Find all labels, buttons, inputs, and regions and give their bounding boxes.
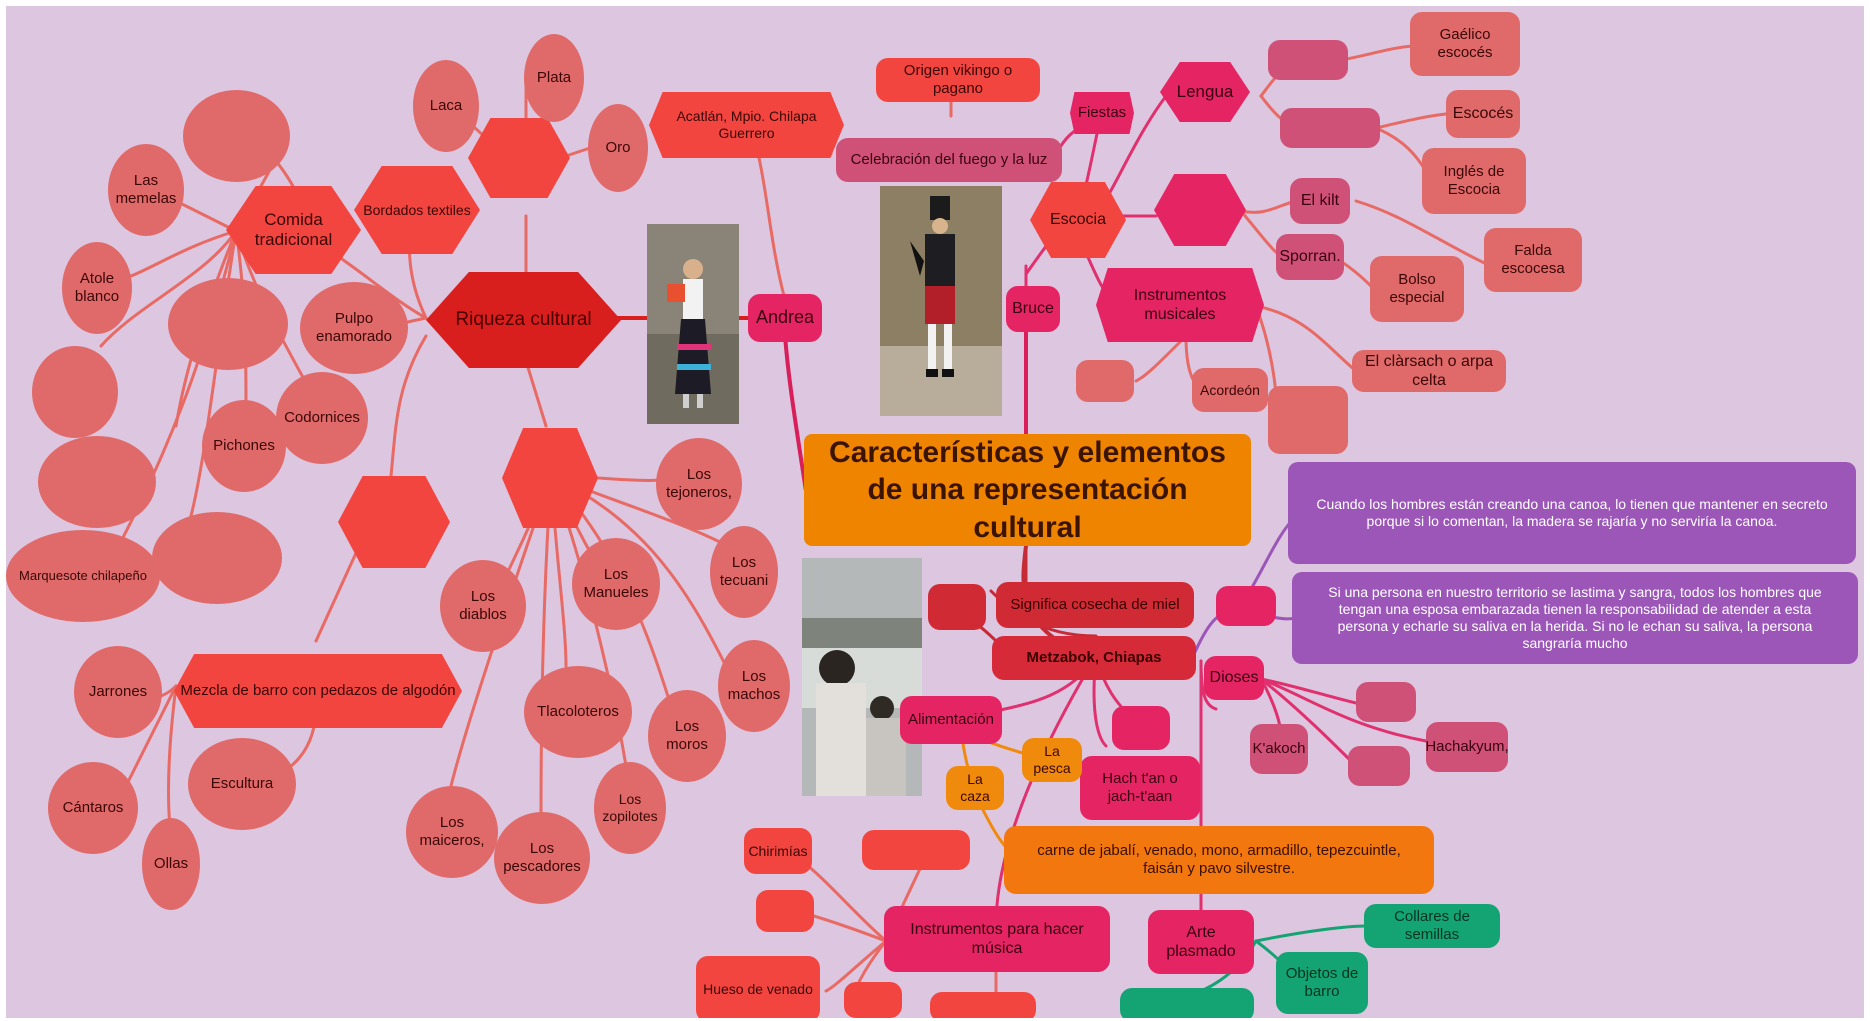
- machos-bubble[interactable]: Los machos: [718, 640, 790, 732]
- musica-empty-3[interactable]: [844, 982, 902, 1018]
- andrea-photo: [647, 224, 739, 424]
- escoces-node[interactable]: Escocés: [1446, 90, 1520, 138]
- escultura-bubble[interactable]: Escultura: [188, 738, 296, 830]
- notes-connector[interactable]: [1216, 586, 1276, 626]
- instrumentos-empty-2[interactable]: [1268, 386, 1348, 454]
- laca-bubble[interactable]: Laca: [413, 60, 479, 152]
- pulpo-bubble[interactable]: Pulpo enamorado: [300, 282, 408, 374]
- oro-bubble[interactable]: Oro: [588, 104, 648, 192]
- empty-bubble-top[interactable]: [183, 90, 290, 182]
- comida-tradicional-node[interactable]: Comida tradicional: [226, 186, 361, 274]
- tecuani-bubble[interactable]: Los tecuani: [710, 526, 778, 618]
- note-saliva[interactable]: Si una persona en nuestro territorio se …: [1292, 572, 1858, 664]
- metzabok-node[interactable]: Metzabok, Chiapas: [992, 636, 1196, 680]
- empty-hexagon-left[interactable]: [338, 476, 450, 568]
- plata-bubble[interactable]: Plata: [524, 34, 584, 122]
- fiestas-node[interactable]: Fiestas: [1070, 92, 1134, 134]
- musica-empty-2[interactable]: [756, 890, 814, 932]
- empty-bubble-mid[interactable]: [168, 278, 288, 370]
- cantaros-bubble[interactable]: Cántaros: [48, 762, 138, 854]
- moros-bubble[interactable]: Los moros: [648, 690, 726, 782]
- mezcla-barro-node[interactable]: Mezcla de barro con pedazos de algodón: [174, 654, 462, 728]
- musica-empty-4[interactable]: [930, 992, 1036, 1018]
- lengua-node[interactable]: Lengua: [1160, 62, 1250, 122]
- memelas-bubble[interactable]: Las memelas: [108, 144, 184, 236]
- tejoneros-bubble[interactable]: Los tejoneros,: [656, 438, 742, 530]
- arpa-node[interactable]: El clàrsach o arpa celta: [1352, 350, 1506, 392]
- instrumentos-musicales-node[interactable]: Instrumentos musicales: [1096, 268, 1264, 342]
- hach-tan-node[interactable]: Hach t'an o jach-t'aan: [1080, 756, 1200, 820]
- collares-node[interactable]: Collares de semillas: [1364, 904, 1500, 948]
- tlacoloteros-bubble[interactable]: Tlacoloteros: [524, 666, 632, 758]
- cosecha-empty[interactable]: [928, 584, 986, 630]
- carne-node[interactable]: carne de jabalí, venado, mono, armadillo…: [1004, 826, 1434, 894]
- chirimias-node[interactable]: Chirimías: [744, 828, 812, 874]
- atole-bubble[interactable]: Atole blanco: [62, 242, 132, 334]
- maiceros-bubble[interactable]: Los maiceros,: [406, 786, 498, 878]
- riqueza-cultural-node[interactable]: Riqueza cultural: [426, 272, 621, 368]
- ingles-node[interactable]: Inglés de Escocia: [1422, 148, 1526, 214]
- arte-plasmado-node[interactable]: Arte plasmado: [1148, 910, 1254, 974]
- metzabok-photo: [802, 558, 922, 796]
- sporran-node[interactable]: Sporran.: [1276, 234, 1344, 280]
- zopilotes-bubble[interactable]: Los zopilotes: [594, 762, 666, 854]
- bruce-photo: [880, 186, 1002, 416]
- cosecha-node[interactable]: Significa cosecha de miel: [996, 582, 1194, 628]
- bolso-node[interactable]: Bolso especial: [1370, 256, 1464, 322]
- alimentacion-node[interactable]: Alimentación: [900, 696, 1002, 744]
- codornices-bubble[interactable]: Codornices: [276, 372, 368, 464]
- pescadores-bubble[interactable]: Los pescadores: [494, 812, 590, 904]
- vestimenta-hexagon[interactable]: [1154, 174, 1246, 246]
- diablos-bubble[interactable]: Los diablos: [440, 560, 526, 652]
- mind-map-canvas: Características y elementos de una repre…: [6, 6, 1864, 1018]
- origen-node[interactable]: Origen vikingo o pagano: [876, 58, 1040, 102]
- lengua-empty-2[interactable]: [1280, 108, 1380, 148]
- hachakyum-node[interactable]: Hachakyum,: [1425, 722, 1509, 772]
- escocia-node[interactable]: Escocia: [1030, 182, 1126, 258]
- instrumentos-musica-node[interactable]: Instrumentos para hacer música: [884, 906, 1110, 972]
- bruce-node[interactable]: Bruce: [1006, 286, 1060, 332]
- kilt-node[interactable]: El kilt: [1290, 178, 1350, 224]
- musica-empty-1[interactable]: [862, 830, 970, 870]
- dioses-node[interactable]: Dioses: [1204, 656, 1264, 700]
- instrumentos-empty-1[interactable]: [1076, 360, 1134, 402]
- pichones-bubble[interactable]: Pichones: [202, 400, 286, 492]
- empty-bubble-left2[interactable]: [38, 436, 156, 528]
- empty-bubble-bottom[interactable]: [152, 512, 282, 604]
- andrea-node[interactable]: Andrea: [748, 294, 822, 342]
- arte-empty[interactable]: [1120, 988, 1254, 1018]
- la-caza-node[interactable]: La caza: [946, 766, 1004, 810]
- gaelico-node[interactable]: Gaélico escocés: [1410, 12, 1520, 76]
- ollas-bubble[interactable]: Ollas: [142, 818, 200, 910]
- location-acatlan[interactable]: Acatlán, Mpio. Chilapa Guerrero: [649, 92, 844, 158]
- objetos-barro-node[interactable]: Objetos de barro: [1276, 952, 1368, 1014]
- falda-node[interactable]: Falda escocesa: [1484, 228, 1582, 292]
- la-pesca-node[interactable]: La pesca: [1022, 738, 1082, 782]
- empty-bubble-left[interactable]: [32, 346, 118, 438]
- celebracion-node[interactable]: Celebración del fuego y la luz: [836, 138, 1062, 182]
- metals-hexagon[interactable]: [468, 118, 570, 198]
- danzas-hexagon[interactable]: [502, 428, 598, 528]
- edge-center-andrea: [782, 316, 808, 493]
- manueles-bubble[interactable]: Los Manueles: [572, 538, 660, 630]
- jarrones-bubble[interactable]: Jarrones: [74, 646, 162, 738]
- note-canoa[interactable]: Cuando los hombres están creando una can…: [1288, 462, 1856, 564]
- alimentacion-empty[interactable]: [1112, 706, 1170, 750]
- dioses-empty-1[interactable]: [1356, 682, 1416, 722]
- acordeon-node[interactable]: Acordeón: [1192, 368, 1268, 412]
- bordados-textiles-node[interactable]: Bordados textiles: [354, 166, 480, 254]
- marquesote-bubble[interactable]: Marquesote chilapeño: [6, 530, 160, 622]
- lengua-empty-1[interactable]: [1268, 40, 1348, 80]
- dioses-empty-2[interactable]: [1348, 746, 1410, 786]
- kakoch-node[interactable]: K'akoch: [1250, 724, 1308, 774]
- hueso-node[interactable]: Hueso de venado: [696, 956, 820, 1018]
- central-topic[interactable]: Características y elementos de una repre…: [804, 434, 1251, 546]
